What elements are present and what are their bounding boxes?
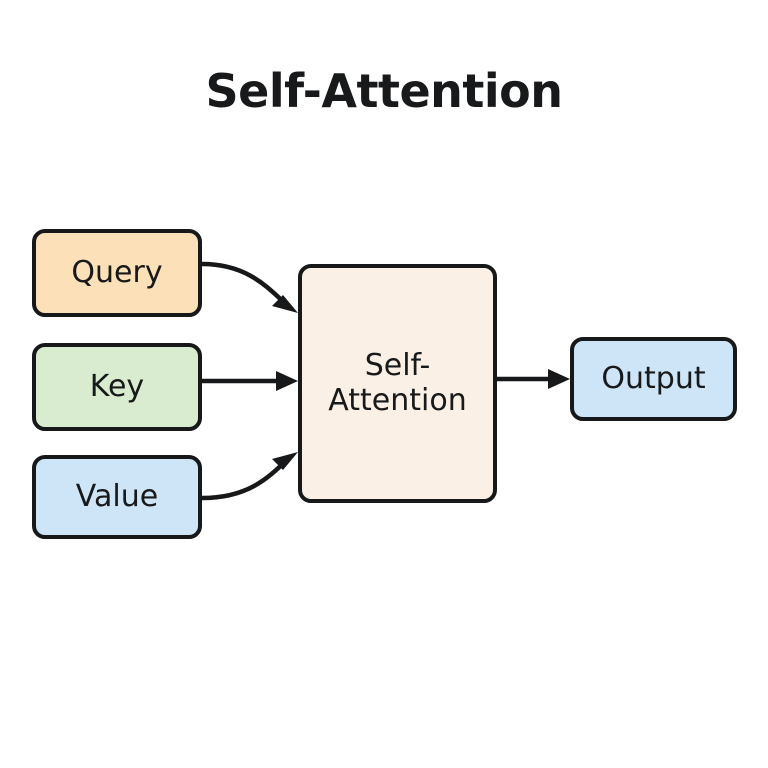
node-query[interactable]: Query bbox=[32, 229, 202, 317]
node-key-label: Key bbox=[89, 368, 145, 404]
node-query-label: Query bbox=[71, 254, 163, 290]
edge-self-attention-to-output bbox=[497, 369, 570, 389]
edge-key-to-self-attention bbox=[202, 371, 298, 391]
node-value[interactable]: Value bbox=[32, 455, 202, 539]
arrowhead-icon bbox=[272, 295, 298, 313]
node-output[interactable]: Output bbox=[570, 337, 737, 421]
node-key[interactable]: Key bbox=[32, 343, 202, 431]
node-self-attention[interactable]: Self- Attention bbox=[298, 264, 497, 503]
node-output-label: Output bbox=[601, 360, 706, 396]
node-self-attention-label-line1: Self- bbox=[364, 348, 431, 384]
page-title: Self-Attention bbox=[205, 64, 563, 118]
edge-query-to-self-attention bbox=[201, 261, 298, 313]
arrowhead-icon bbox=[276, 371, 298, 391]
arrowhead-icon bbox=[272, 452, 298, 470]
arrowhead-icon bbox=[548, 369, 570, 389]
node-value-label: Value bbox=[75, 478, 159, 514]
edge-value-to-self-attention bbox=[201, 452, 298, 501]
node-self-attention-label-line2: Attention bbox=[328, 382, 467, 418]
